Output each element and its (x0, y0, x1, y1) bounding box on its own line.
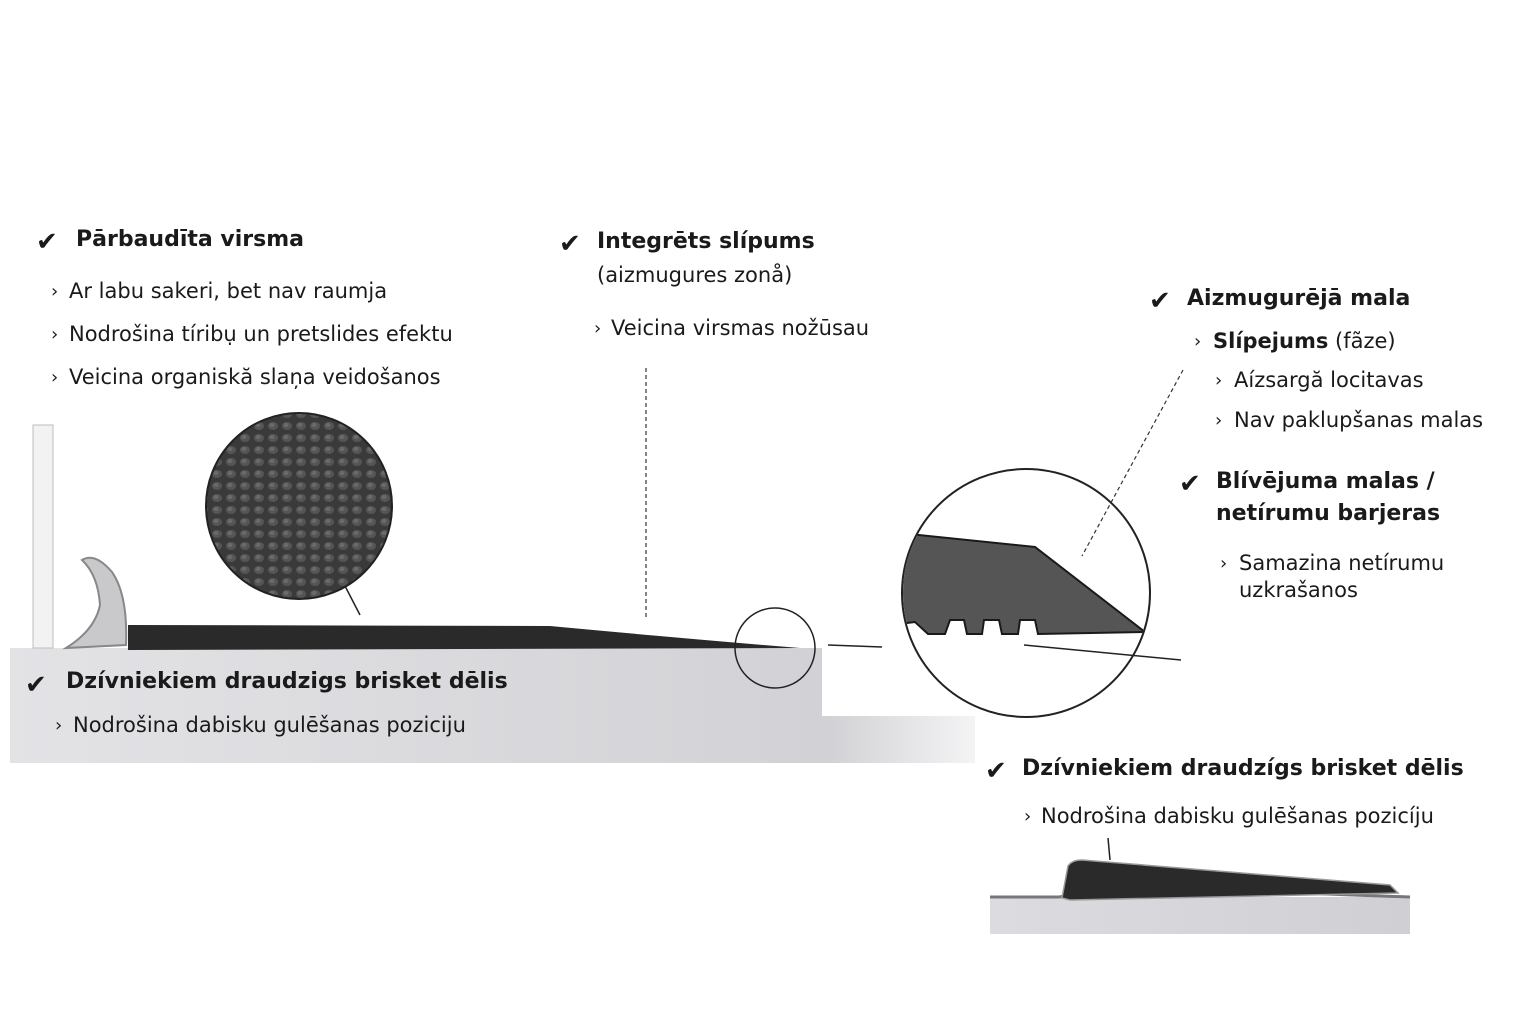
slope-bullet: Veicina virsmas nožūsau (611, 316, 870, 340)
rear-edge-bullet: Aízsargă locitavas (1234, 368, 1424, 392)
seal-title-line1: Blívējuma malas / (1216, 469, 1435, 494)
caret-icon: › (51, 324, 59, 345)
caret-icon: › (1024, 806, 1032, 827)
surface-bullet: Veicina organiskă slaņa veidošanos (69, 365, 441, 389)
caret-icon: › (55, 715, 63, 736)
check-icon: ✔ (559, 229, 581, 259)
seal-bullet-line2: uzkrašanos (1239, 578, 1358, 602)
mat-left (128, 625, 800, 650)
check-icon: ✔ (985, 756, 1007, 786)
edge-magnifier-large (901, 468, 1151, 718)
caret-icon: › (51, 367, 59, 388)
connector-line (827, 644, 883, 648)
brisket-board-diagram (990, 837, 1411, 934)
caret-icon: › (594, 318, 602, 339)
rear-edge-leader (1081, 369, 1184, 557)
edge-profile (62, 556, 128, 650)
rear-edge-bullet: Nav paklupšanas malas (1234, 408, 1484, 432)
floor-left (10, 648, 975, 763)
rear-edge-subtitle: Slípejums (fãze) (1213, 331, 1396, 352)
surface-bullet: Nodrošina tíribụ un pretslides efektu (69, 322, 453, 346)
subtitle-bold: Slípejums (1213, 329, 1329, 353)
slope-title: Integrēts slípums (597, 229, 815, 254)
caret-icon: › (1215, 370, 1223, 391)
seal-bullet-line1: Samazina netírumu (1239, 551, 1445, 575)
surface-bullet: Ar labu sakeri, bet nav raumja (69, 279, 388, 303)
caret-icon: › (51, 281, 59, 302)
rear-edge-title: Aizmugurējā mala (1187, 286, 1411, 311)
caret-icon: › (1194, 331, 1202, 352)
check-icon: ✔ (1149, 286, 1171, 316)
brisket-left-title: Dzívniekiem draudzigs brisket dēlis (66, 669, 508, 694)
surface-title: Pārbaudīta virsma (76, 227, 304, 252)
seal-title-line2: netírumu barjeras (1216, 501, 1441, 526)
slope-subtitle: (aizmugures zonå) (597, 263, 793, 287)
check-icon: ✔ (1179, 469, 1201, 499)
edge-magnifier-small (734, 607, 816, 689)
caret-icon: › (1220, 553, 1228, 574)
check-icon: ✔ (25, 670, 47, 700)
seal-leader (1023, 644, 1182, 661)
wall-post (32, 424, 54, 649)
caret-icon: › (1215, 410, 1223, 431)
check-icon: ✔ (36, 227, 58, 257)
brisket-left-bullet: Nodrošina dabisku gulēšanas poziciju (73, 713, 466, 737)
brisket-right-title: Dzívniekiem draudzígs brisket dēlis (1022, 756, 1464, 781)
subtitle-rest: (fãze) (1335, 329, 1396, 353)
texture-magnifier (205, 412, 393, 616)
brisket-right-bullet: Nodrošina dabisku gulēšanas pozicíju (1041, 804, 1434, 828)
